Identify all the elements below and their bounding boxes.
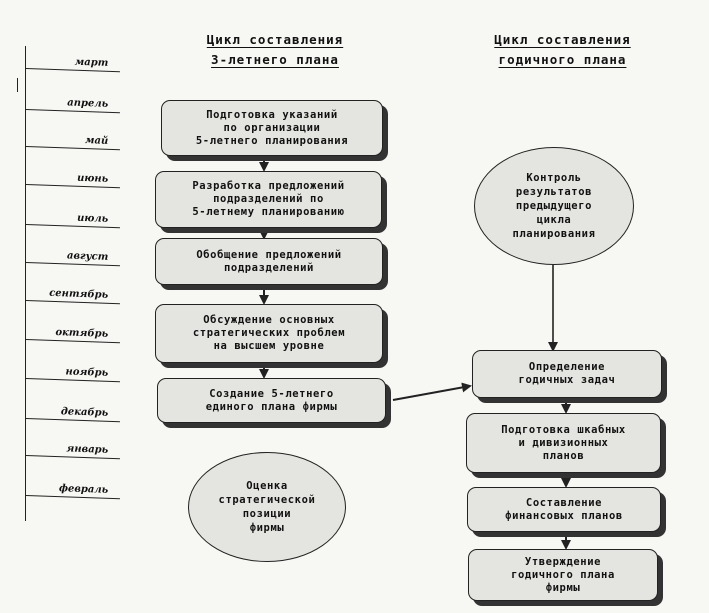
left-title-line1: Цикл составления [206,32,344,47]
step-summarize-proposals: Обобщение предложений подразделений [155,238,383,285]
step-create-5-year-plan: Создание 5-летнего единого плана фирмы [157,378,386,423]
step-approve-annual-plan: Утверждение годичного плана фирмы [468,549,658,601]
step-prepare-guidelines: Подготовка указаний по организации 5-лет… [161,100,383,156]
step-develop-proposals: Разработка предложений подразделений по … [155,171,382,228]
step-discuss-strategic-issues: Обсуждение основных стратегических пробл… [155,304,383,363]
step-financial-plans: Составление финансовых планов [467,487,661,532]
right-title-line1: Цикл составления [494,32,631,47]
arrow-step5-annual [392,382,472,401]
oval-strategic-position: Оценка стратегической позиции фирмы [188,452,346,562]
oval-control-results: Контроль результатов предыдущего цикла п… [474,147,634,265]
timeline-tick [17,78,18,92]
step-prepare-division-plans: Подготовка шкабных и дивизионных планов [466,413,661,473]
left-title-line2: 3-летнего плана [211,52,339,67]
right-column-title: Цикл составления годичного плана [455,30,670,70]
month-timeline: март апрель май июнь июль август сентябр… [0,0,130,613]
step-define-annual-goals: Определение годичных задач [472,350,662,398]
left-column-title: Цикл составления 3-летнего плана [170,30,380,70]
right-title-line2: годичного плана [498,52,627,67]
timeline-axis [25,46,26,521]
